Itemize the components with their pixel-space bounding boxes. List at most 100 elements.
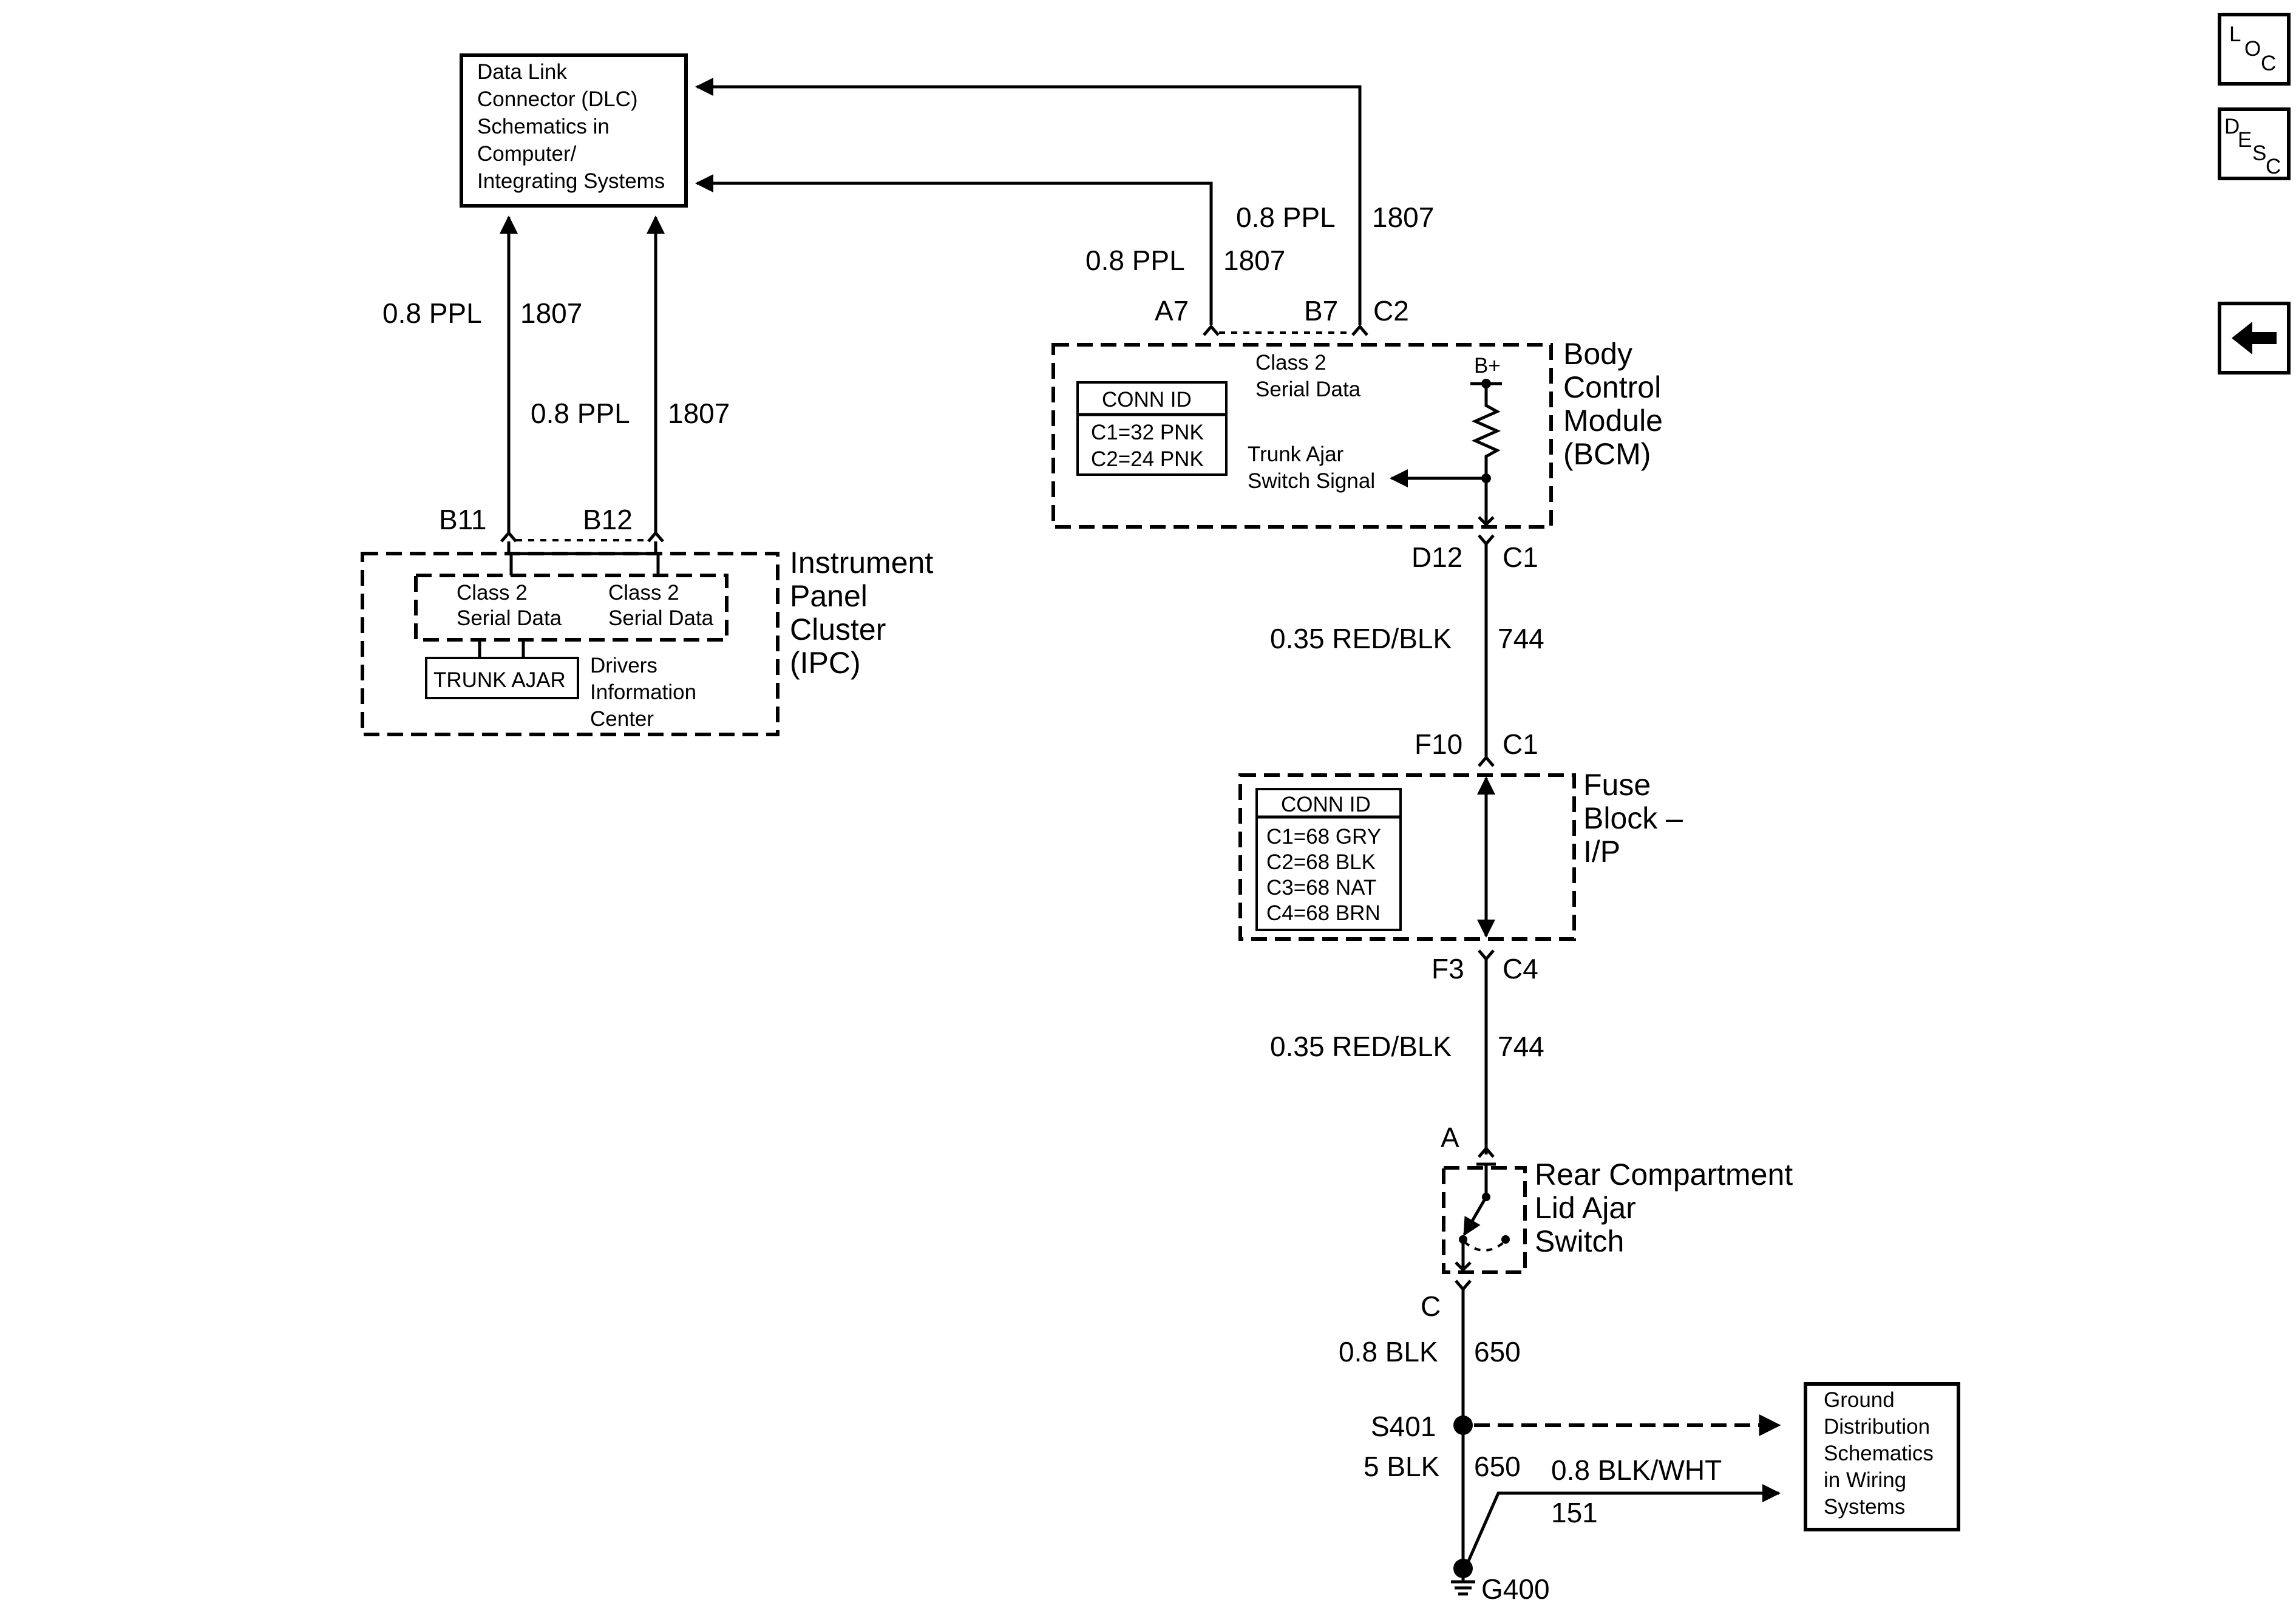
bcm-module: A7 B7 C2 Class 2 Serial Data CONN ID C1=… xyxy=(1051,295,1663,573)
loc-letter: L xyxy=(2229,22,2241,46)
connector-pin-icon xyxy=(1478,949,1495,961)
wire-switch-to-ground: 0.8 BLK 650 S401 5 BLK 650 0.8 BLK/WHT 1… xyxy=(1339,1289,1781,1605)
trunk-signal-line1: Trunk Ajar xyxy=(1248,442,1344,466)
wire-bcm-to-fuse: 0.35 RED/BLK 744 xyxy=(1270,544,1544,758)
conn-id-title: CONN ID xyxy=(1281,793,1371,816)
connector-pin-icon xyxy=(1203,324,1220,336)
ipc-name-line3: Cluster xyxy=(790,612,886,646)
bcm-conn-id-table: CONN ID C1=32 PNK C2=24 PNK xyxy=(1076,381,1228,476)
wire-label-circuit: 650 xyxy=(1474,1451,1521,1482)
switch-name-line1: Rear Compartment xyxy=(1535,1158,1793,1192)
conn-id-row: C4=68 BRN xyxy=(1266,901,1381,925)
wire-label-circuit: 1807 xyxy=(1223,245,1285,276)
dic-line-2: Information xyxy=(590,680,696,704)
connector-pin-icon xyxy=(1478,755,1495,767)
connector-pin-icon xyxy=(1455,1280,1472,1292)
conn-id-row: C1=32 PNK xyxy=(1091,421,1204,444)
fuse-name-line3: I/P xyxy=(1583,835,1620,869)
pin-label: F10 xyxy=(1415,728,1462,760)
connector-pin-icon xyxy=(1351,324,1368,336)
dic-line-3: Center xyxy=(590,707,654,731)
wire-bcm-a7-to-dlc xyxy=(695,174,1213,325)
switch-name-line3: Switch xyxy=(1535,1224,1624,1258)
ipc-module: B11 B12 Class 2 Serial Data Class 2 Seri… xyxy=(361,504,933,736)
ground-distribution-reference-box[interactable]: Ground Distribution Schematics in Wiring… xyxy=(1804,1382,1960,1531)
wire-label-circuit: 744 xyxy=(1498,623,1544,654)
conn-id-row: C2=68 BLK xyxy=(1266,850,1376,874)
switch-name-line2: Lid Ajar xyxy=(1535,1191,1636,1225)
resistor-icon xyxy=(1471,384,1501,478)
pin-label: A7 xyxy=(1155,295,1189,327)
wire-label-gauge: 0.8 PPL xyxy=(1085,245,1185,276)
desc-letter: S xyxy=(2252,141,2266,165)
wire-bcm-c2-to-dlc xyxy=(695,78,1362,325)
wire-label-gauge: 0.35 RED/BLK xyxy=(1270,623,1452,654)
loc-letter: C xyxy=(2261,52,2276,75)
connector-pin-icon xyxy=(647,531,664,543)
bcm-name-line2: Control xyxy=(1563,370,1661,404)
conn-id-title: CONN ID xyxy=(1102,388,1192,412)
desc-letter: D xyxy=(2224,115,2240,138)
connector-pin-icon xyxy=(1478,534,1495,546)
dlc-line-4: Computer/ xyxy=(477,142,577,166)
switch-contact-icon xyxy=(1462,1196,1488,1236)
ground-ref-line-3: Schematics xyxy=(1824,1442,1934,1465)
ipc-name-line4: (IPC) xyxy=(790,646,861,680)
conn-id-row: C3=68 NAT xyxy=(1266,876,1376,900)
ground-label: G400 xyxy=(1481,1573,1550,1605)
wire-label-circuit: 1807 xyxy=(520,297,582,329)
ground-ref-line-5: Systems xyxy=(1824,1495,1905,1519)
wire-label-circuit: 650 xyxy=(1474,1336,1521,1368)
connector-pin-icon xyxy=(1478,1146,1495,1158)
ground-icon xyxy=(1451,1577,1475,1596)
pin-label: B7 xyxy=(1304,295,1338,327)
bcm-name-line3: Module xyxy=(1563,404,1663,438)
desc-letter: E xyxy=(2238,128,2252,152)
fuse-name-line1: Fuse xyxy=(1583,768,1651,802)
ipc-serial2-line1: Class 2 xyxy=(608,581,679,605)
connector-pin-icon xyxy=(500,531,517,543)
b-plus-label: B+ xyxy=(1474,354,1501,378)
conn-id-row: C1=68 GRY xyxy=(1266,825,1381,849)
pin-label: B12 xyxy=(583,504,633,535)
loc-button[interactable]: L O C xyxy=(2218,13,2291,86)
fuse-block-ip: F10 C1 CONN ID C1=68 GRY C2=68 BLK C3=68… xyxy=(1238,728,1683,985)
ipc-serial1-line1: Class 2 xyxy=(457,581,528,605)
dlc-line-5: Integrating Systems xyxy=(477,169,665,193)
back-button[interactable] xyxy=(2218,302,2291,375)
pin-label: C1 xyxy=(1503,728,1538,760)
pin-label: A xyxy=(1441,1122,1459,1153)
wire-label-circuit: 151 xyxy=(1551,1497,1598,1528)
pin-label: C4 xyxy=(1503,953,1538,985)
dlc-line-1: Data Link xyxy=(477,60,567,84)
trunk-ajar-message: TRUNK AJAR xyxy=(433,668,566,692)
pin-label: D12 xyxy=(1411,541,1462,573)
wire-label-gauge: 0.35 RED/BLK xyxy=(1270,1031,1452,1062)
splice-icon xyxy=(1453,1415,1473,1435)
back-arrow-icon xyxy=(2232,322,2277,354)
loc-letter: O xyxy=(2244,37,2261,61)
dlc-reference-box[interactable]: Data Link Connector (DLC) Schematics in … xyxy=(460,53,688,208)
ipc-name-line2: Panel xyxy=(790,579,868,613)
ground-ref-line-2: Distribution xyxy=(1824,1415,1930,1439)
wire-label-gauge: 0.8 BLK xyxy=(1339,1336,1438,1368)
pin-label: C1 xyxy=(1503,541,1538,573)
fuse-conn-id-table: CONN ID C1=68 GRY C2=68 BLK C3=68 NAT C4… xyxy=(1255,788,1402,931)
trunk-ajar-display xyxy=(425,657,579,699)
wire-label-gauge: 0.8 PPL xyxy=(531,398,630,429)
pin-label: F3 xyxy=(1432,953,1464,985)
desc-button[interactable]: D E S C xyxy=(2218,107,2291,180)
pin-label: C xyxy=(1421,1290,1441,1322)
splice-label: S401 xyxy=(1371,1411,1436,1442)
ground-ref-line-1: Ground xyxy=(1824,1388,1895,1412)
fuse-name-line2: Block – xyxy=(1583,801,1683,835)
wire-label-circuit: 1807 xyxy=(1372,202,1434,233)
bcm-name-line1: Body xyxy=(1563,337,1632,371)
wire-label-gauge: 0.8 PPL xyxy=(382,297,482,329)
dlc-line-2: Connector (DLC) xyxy=(477,87,638,111)
wire-label-gauge: 5 BLK xyxy=(1364,1451,1440,1482)
wire-label-gauge: 0.8 PPL xyxy=(1236,202,1336,233)
dlc-line-3: Schematics in xyxy=(477,115,610,138)
wire-label-circuit: 744 xyxy=(1498,1031,1544,1062)
